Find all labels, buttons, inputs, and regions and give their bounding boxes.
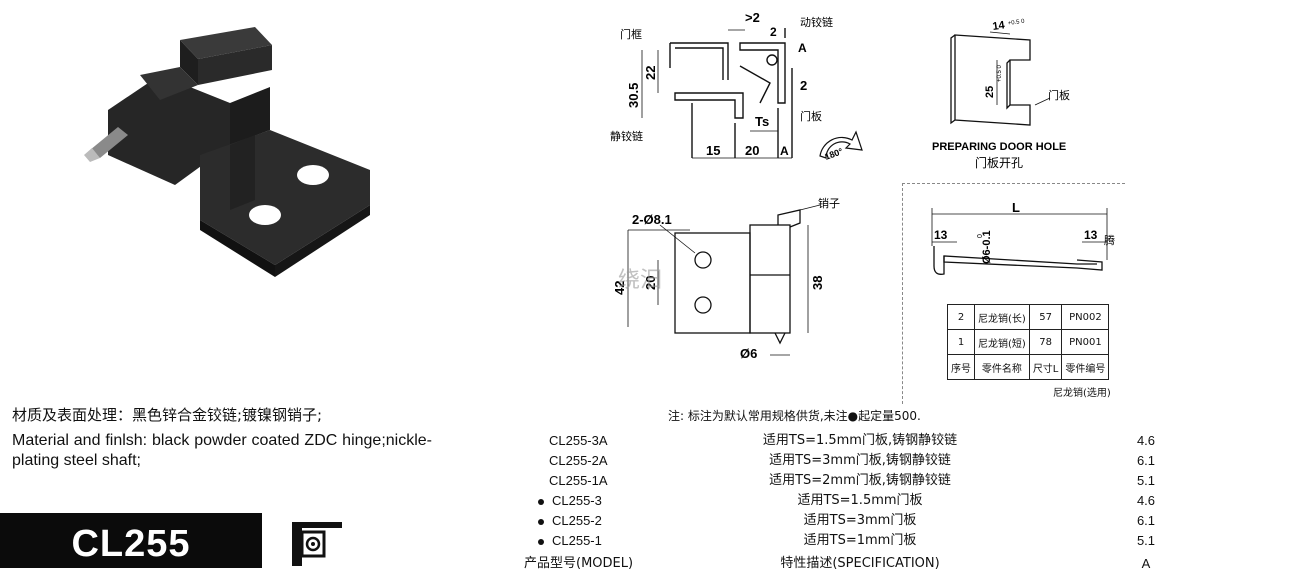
material-en: Material and finlsh: black powder coated…	[12, 432, 432, 469]
model-title: CL255	[71, 523, 191, 565]
tol-25: +0.5 0	[997, 64, 1003, 82]
model-code: CL255-2A	[549, 453, 608, 468]
label-static-hinge: 静铰链	[610, 129, 643, 143]
model-code: CL255-1A	[549, 473, 608, 488]
dim-20: 20	[745, 143, 759, 158]
table-cell: 尼龙销(短)	[974, 329, 1030, 355]
door-panel-label: 门板	[1048, 88, 1070, 102]
dim-l: L	[1012, 200, 1020, 215]
spec-row-a-value: 6.1	[1136, 513, 1156, 528]
spec-row-model: CL255-2A	[549, 452, 699, 470]
header-a: A	[1141, 556, 1151, 571]
watermark: 绕汩	[618, 268, 662, 293]
dim-20-front: 20	[643, 276, 658, 290]
dim-gt2: >2	[745, 10, 760, 25]
spec-row-description: 适用TS=2mm门板,铸钢静铰链	[769, 473, 951, 488]
table-cell: 尺寸L	[1028, 354, 1063, 380]
table-cell: 零件名称	[974, 354, 1030, 380]
table-cell: 1	[947, 329, 975, 355]
bullet-icon	[538, 518, 544, 525]
label-door-frame: 门框	[620, 27, 642, 41]
door-hole-title-en: PREPARING DOOR HOLE	[932, 141, 1066, 153]
hinge-icon	[292, 522, 342, 566]
door-hole-drawing: 14 +0.5 0 25 +0.5 0 门板 PREPARING DOOR HO…	[932, 19, 1070, 170]
pin-side-label: 腾	[1104, 233, 1115, 247]
dim-2b: 2	[800, 78, 807, 93]
supply-note: 注: 标注为默认常用规格供货,未注●起定量500.	[668, 409, 921, 423]
spec-row-a-value: 6.1	[1136, 453, 1156, 468]
table-row: 序号 零件名称 尺寸L 零件编号	[947, 354, 1110, 380]
table-cell: PN001	[1061, 329, 1110, 355]
dim-ts: Ts	[755, 114, 769, 129]
spec-row-a-value: 5.1	[1136, 533, 1156, 548]
dim-13a: 13	[934, 228, 948, 242]
spec-row-a-value: 4.6	[1136, 433, 1156, 448]
bullet-icon	[538, 498, 544, 505]
parts-table-caption: 尼龙销(选用)	[1053, 388, 1111, 399]
dim-22: 22	[643, 66, 658, 80]
table-cell: 尼龙销(长)	[974, 304, 1030, 330]
label-door-panel: 门板	[800, 109, 822, 123]
table-row: 2 尼龙销(长) 57 PN002	[947, 304, 1110, 330]
nylon-pin-drawing: L 13 13 Ø6-0.1 0 腾	[931, 200, 1115, 275]
material-cn: 材质及表面处理：黑色锌合金铰链;镀镍钢销子;	[12, 406, 323, 424]
dim-13b: 13	[1084, 228, 1098, 242]
dim-38: 38	[810, 276, 825, 290]
spec-row-model: CL255-1A	[549, 472, 699, 490]
model-title-box	[0, 513, 262, 568]
dim-30-5: 30.5	[626, 83, 641, 108]
dim-2a: 2	[770, 25, 777, 39]
spec-row-description: 适用TS=3mm门板	[803, 513, 917, 528]
label-moving-hinge: 动铰链	[800, 15, 833, 29]
model-code: CL255-3A	[549, 433, 608, 448]
holes-label: 2-Ø8.1	[632, 212, 672, 227]
hinge-front-drawing: 2-Ø8.1 销子 42 20 38 Ø6 绕汩	[612, 196, 840, 361]
dim-25: 25	[984, 86, 996, 98]
pin-label: 销子	[818, 196, 840, 210]
dim-a: A	[798, 41, 807, 55]
table-cell: PN002	[1061, 304, 1110, 330]
spec-row-a-value: 5.1	[1136, 473, 1156, 488]
parts-table: 2 尼龙销(长) 57 PN002 1 尼龙销(短) 78 PN001 序号 零…	[947, 304, 1110, 380]
pin-diameter: Ø6-0.1	[981, 230, 993, 264]
table-cell: 78	[1028, 329, 1063, 355]
header-model: 产品型号(MODEL)	[524, 556, 634, 571]
dim-42: 42	[612, 281, 627, 295]
hinge-product-photo	[84, 27, 370, 277]
spec-row-description: 适用TS=1mm门板	[803, 533, 917, 548]
table-cell: 2	[947, 304, 975, 330]
dim-a2: A	[780, 144, 789, 158]
model-code: CL255-1	[552, 533, 602, 548]
spec-row-description: 适用TS=3mm门板,铸钢静铰链	[769, 453, 951, 468]
header-spec: 特性描述(SPECIFICATION)	[780, 556, 940, 571]
pin-tol: 0	[977, 234, 984, 238]
spec-row-model: CL255-1	[538, 532, 688, 550]
spec-row-model: CL255-3A	[549, 432, 699, 450]
dim-d6: Ø6	[740, 346, 757, 361]
table-cell: 序号	[947, 354, 975, 380]
spec-row-a-value: 4.6	[1136, 493, 1156, 508]
spec-row-model: CL255-3	[538, 492, 688, 510]
table-cell: 57	[1028, 304, 1063, 330]
dim-14: 14	[992, 19, 1007, 33]
dim-15: 15	[706, 143, 720, 158]
spec-row-description: 适用TS=1.5mm门板	[797, 493, 923, 508]
model-code: CL255-3	[552, 493, 602, 508]
model-code: CL255-2	[552, 513, 602, 528]
tol-14: +0.5 0	[1007, 19, 1025, 27]
spec-row-description: 适用TS=1.5mm门板,铸钢静铰链	[762, 433, 958, 448]
spec-row-model: CL255-2	[538, 512, 688, 530]
table-cell: 零件编号	[1061, 354, 1110, 380]
pin-section-frame	[902, 183, 1125, 404]
hinge-side-drawing: 门框 动铰链 静铰链 门板 >2 2 A 2 30.5 22 Ts 15 20 …	[610, 10, 863, 162]
bullet-icon	[538, 538, 544, 545]
door-hole-title-cn: 门板开孔	[975, 155, 1023, 170]
table-row: 1 尼龙销(短) 78 PN001	[947, 329, 1110, 355]
